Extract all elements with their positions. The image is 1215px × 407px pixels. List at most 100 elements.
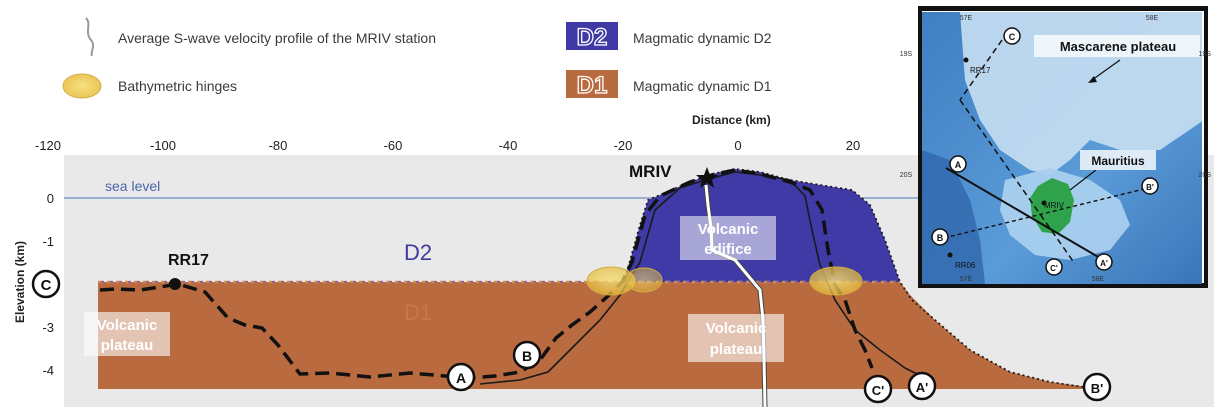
map-marker-b-prime: B' xyxy=(1141,177,1159,195)
map-lon-bottom-1: 57E xyxy=(960,276,973,283)
d1-left-plateau xyxy=(98,282,624,389)
mascarene-arrow xyxy=(1091,59,1121,81)
rr17-point xyxy=(169,278,181,290)
mascarene-label-bg xyxy=(1034,35,1200,57)
svg-text:A: A xyxy=(456,370,466,386)
bathymetric-hinge-legend-icon xyxy=(62,73,102,99)
svg-text:C': C' xyxy=(872,383,884,398)
svg-text:B': B' xyxy=(1146,183,1154,192)
rr17-label: RR17 xyxy=(168,252,209,269)
map-profile-a xyxy=(945,167,1101,259)
profile-b-dotted xyxy=(623,168,1091,389)
map-marker-c-prime: C' xyxy=(1045,258,1063,276)
inset-map: Mascarene plateau Mauritius MRIV RR17 RR… xyxy=(900,6,1212,288)
profile-a-line xyxy=(479,171,926,385)
mauritius-island xyxy=(1030,178,1074,234)
mauritius-arrow xyxy=(1069,169,1097,191)
section-marker-a: A xyxy=(446,362,476,392)
d2-legend-badge: D2 xyxy=(577,24,608,51)
map-rr17-point xyxy=(963,57,969,63)
map-lat-right-2: 20S xyxy=(1199,172,1212,179)
d1-label: D1 xyxy=(404,300,432,325)
map-profile-b xyxy=(943,187,1149,239)
mriv-station-star-icon xyxy=(696,167,718,188)
deep-ocean-left xyxy=(922,150,985,284)
map-rr06-label: RR06 xyxy=(955,261,976,270)
d2-label: D2 xyxy=(404,240,432,265)
mriv-station-label: MRIV xyxy=(629,162,672,181)
section-marker-a-prime: A' xyxy=(907,371,937,401)
x-tick-label: -100 xyxy=(150,138,176,153)
map-frame-left xyxy=(918,6,922,288)
section-marker-c-prime: C' xyxy=(863,374,893,404)
map-lon-top-1: 57E xyxy=(960,15,973,22)
plateau-mid-label-1: Volcanic xyxy=(706,320,767,337)
legend-velocity-profile: Average S-wave velocity profile of the M… xyxy=(118,30,436,46)
map-marker-c: C xyxy=(1003,27,1021,45)
map-marker-a: A xyxy=(949,155,967,173)
map-frame-top xyxy=(918,6,1208,11)
d1-legend-badge: D1 xyxy=(577,72,608,99)
x-tick-label: -120 xyxy=(35,138,61,153)
x-axis-title: Distance (km) xyxy=(692,113,771,127)
x-tick-labels: -160-140-120-100-80-60-40-2002040 xyxy=(35,138,975,153)
map-marker-b: B xyxy=(931,228,949,246)
mascarene-arrow-head-icon xyxy=(1088,76,1097,83)
svg-text:C': C' xyxy=(1050,264,1058,273)
bathymetric-hinge-right xyxy=(809,266,863,296)
d2-legend-swatch xyxy=(566,22,618,50)
map-profile-c-2 xyxy=(959,99,1076,265)
map-lon-bottom-2: 58E xyxy=(1092,276,1105,283)
volcanic-edifice-label-1: Volcanic xyxy=(698,221,759,238)
plateau-mid-label-bg xyxy=(688,314,784,362)
velocity-profile-legend-icon xyxy=(85,17,94,57)
map-mriv-point xyxy=(1041,200,1047,206)
svg-text:A': A' xyxy=(916,380,928,395)
map-marker-a-prime: A' xyxy=(1095,253,1113,271)
plateau-left-label-1: Volcanic xyxy=(97,317,158,334)
section-marker-c: C xyxy=(31,269,61,299)
sea-level-label: sea level xyxy=(105,178,160,194)
map-profile-c xyxy=(959,39,1003,101)
y-tick-label: 0 xyxy=(47,191,54,206)
profile-c-line xyxy=(99,168,874,380)
section-marker-b: B xyxy=(512,340,542,370)
d1-legend-swatch xyxy=(566,70,618,98)
map-frame-right xyxy=(1204,6,1208,288)
map-mascarene-label: Mascarene plateau xyxy=(1060,39,1176,54)
volcanic-edifice-label-2: edifice xyxy=(704,241,752,258)
svg-text:C: C xyxy=(1009,32,1016,42)
plateau-left-label-2: plateau xyxy=(101,337,154,354)
y-tick-label: -4 xyxy=(42,363,54,378)
svg-text:A: A xyxy=(955,160,962,170)
map-rr17-label: RR17 xyxy=(970,66,991,75)
volcanic-edifice-label-bg xyxy=(680,216,776,260)
map-lat-right-1: 19S xyxy=(1199,51,1212,58)
y-axis-title: Elevation (km) xyxy=(13,241,27,323)
y-tick-label: -1 xyxy=(42,234,54,249)
svg-text:B: B xyxy=(937,233,944,243)
mauritius-label-bg xyxy=(1080,150,1156,170)
legend-hinges: Bathymetric hinges xyxy=(118,78,237,94)
y-tick-label: -3 xyxy=(42,320,54,335)
map-lat-left-1: 19S xyxy=(900,51,913,58)
svg-text:B: B xyxy=(522,348,532,364)
svg-text:B': B' xyxy=(1091,381,1103,396)
section-marker-b-prime: B' xyxy=(1082,372,1112,402)
map-lon-top-2: 58E xyxy=(1146,15,1159,22)
x-tick-label: 0 xyxy=(734,138,741,153)
bathymetric-hinge-left-2 xyxy=(625,267,663,293)
plateau-mid-label-2: plateau xyxy=(710,341,763,358)
map-mriv-label: MRIV xyxy=(1044,201,1065,210)
map-rr06-point xyxy=(947,252,953,258)
svg-text:C: C xyxy=(41,277,52,294)
x-tick-label: -40 xyxy=(499,138,518,153)
legend-d1: Magmatic dynamic D1 xyxy=(633,78,772,94)
svg-text:A': A' xyxy=(1100,259,1108,268)
legend: Average S-wave velocity profile of the M… xyxy=(62,17,772,100)
x-tick-label: -60 xyxy=(384,138,403,153)
map-mauritius-label: Mauritius xyxy=(1091,154,1145,168)
x-tick-label: -20 xyxy=(614,138,633,153)
